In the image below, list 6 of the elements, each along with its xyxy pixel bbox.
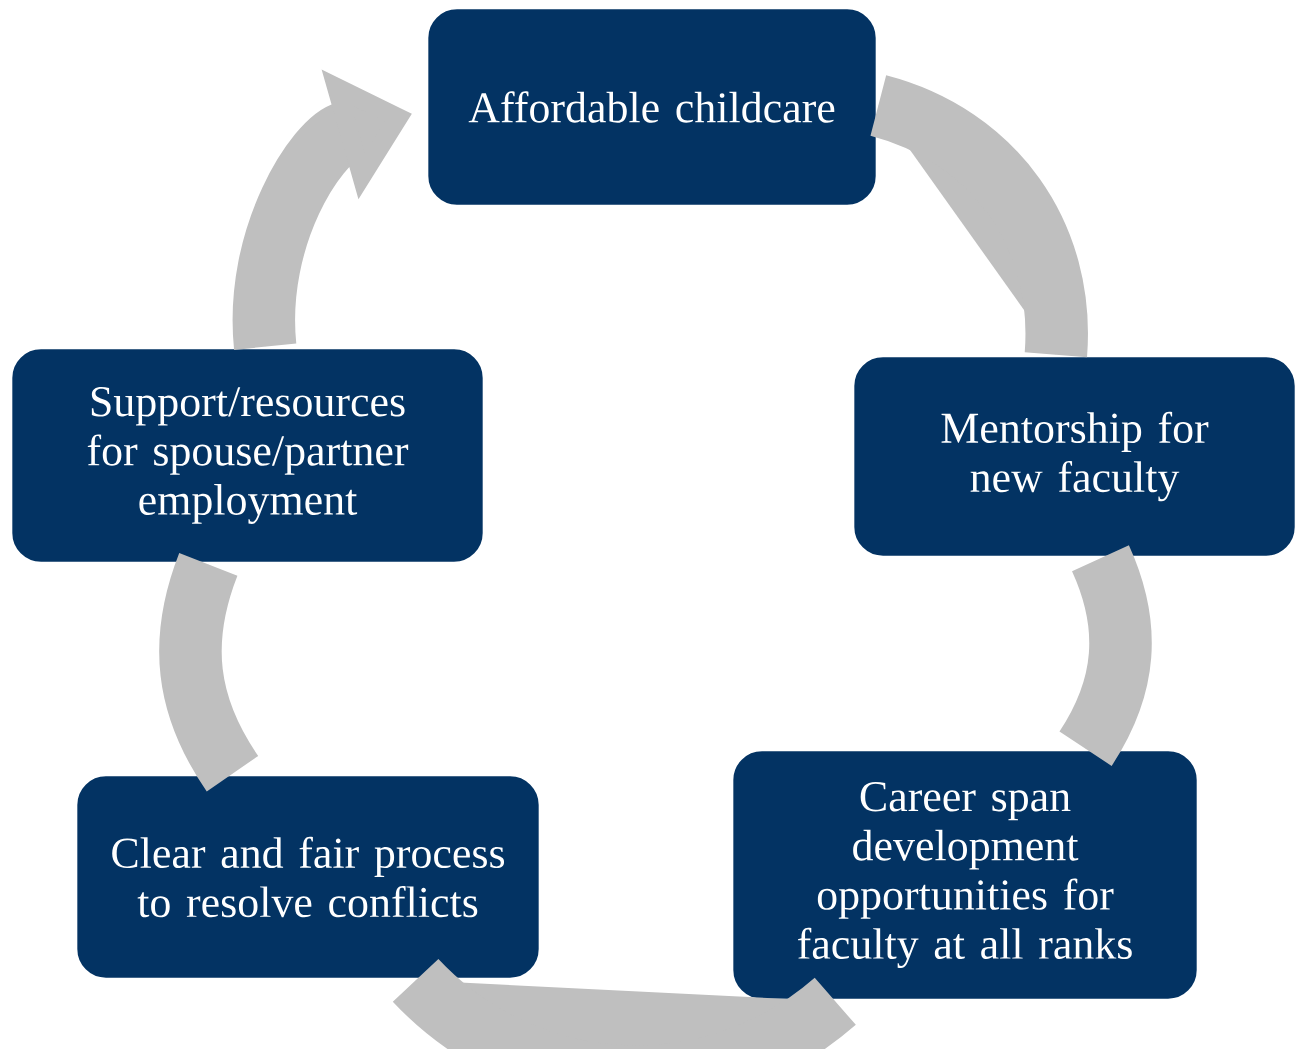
process-box: Affordable childcare (425, 6, 879, 208)
process-box: Support/resources for spouse/partner employment (9, 346, 486, 565)
process-box: Career span development opportunities for faculty at all ranks (730, 748, 1200, 1002)
process-box: Mentorship for new faculty (851, 354, 1296, 559)
process-box: Clear and fair process to resolve conflicts (74, 773, 542, 981)
cycle-arrow (394, 957, 855, 1049)
